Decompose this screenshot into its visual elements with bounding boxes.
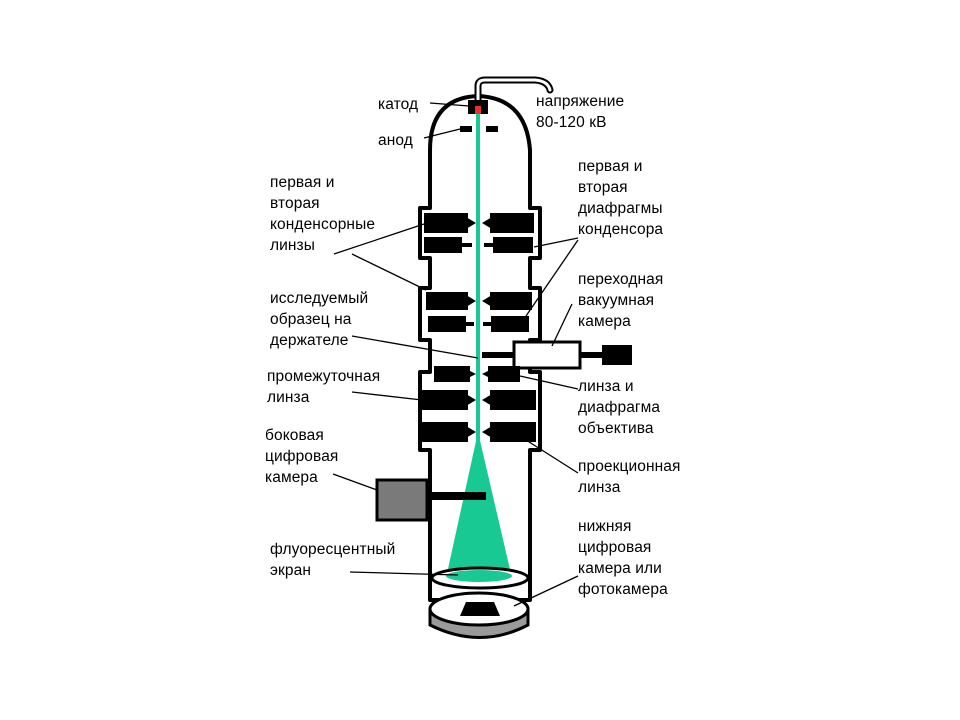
anode-right	[486, 126, 498, 132]
specimen-holder-handle	[602, 345, 632, 365]
label-cathode: катод	[378, 96, 419, 113]
beam-cone	[446, 432, 512, 578]
label-screen: флуоресцентный экран	[270, 541, 396, 579]
label-objective: линза и диафрагма объектива	[578, 378, 661, 437]
anode-left	[460, 126, 472, 132]
leader-lines	[332, 102, 579, 607]
intermediate-lens	[434, 366, 520, 382]
label-condenser-lenses: первая и вторая конденсорные линзы	[270, 174, 376, 254]
hv-cable-core	[476, 78, 552, 103]
projector-lens-1	[422, 390, 536, 410]
bottom-camera	[460, 602, 500, 616]
label-projector-lens: проекционная линза	[578, 458, 681, 496]
side-camera-rod	[430, 492, 486, 500]
objective-lens-lower	[428, 316, 529, 332]
label-airlock: переходная вакуумная камера	[578, 271, 664, 330]
condenser-lens-1	[424, 213, 534, 233]
label-condenser-apertures: первая и вторая диафрагмы конденсора	[578, 158, 664, 238]
objective-lens-upper	[426, 292, 532, 310]
label-anode: анод	[378, 132, 413, 149]
projector-lens-2	[422, 422, 536, 442]
label-side-camera: боковая цифровая камера	[265, 427, 339, 486]
label-voltage: напряжение 80-120 кВ	[536, 93, 625, 131]
airlock-chamber	[512, 340, 582, 370]
side-camera-box	[375, 478, 429, 522]
label-specimen: исследуемый образец на держателе	[270, 290, 369, 349]
label-intermediate-lens: промежуточная линза	[267, 368, 381, 406]
label-bottom-camera: нижняя цифровая камера или фотокамера	[578, 518, 668, 598]
cathode-tip	[475, 106, 481, 114]
beam-spot	[446, 570, 512, 582]
condenser-lens-2	[424, 237, 533, 253]
